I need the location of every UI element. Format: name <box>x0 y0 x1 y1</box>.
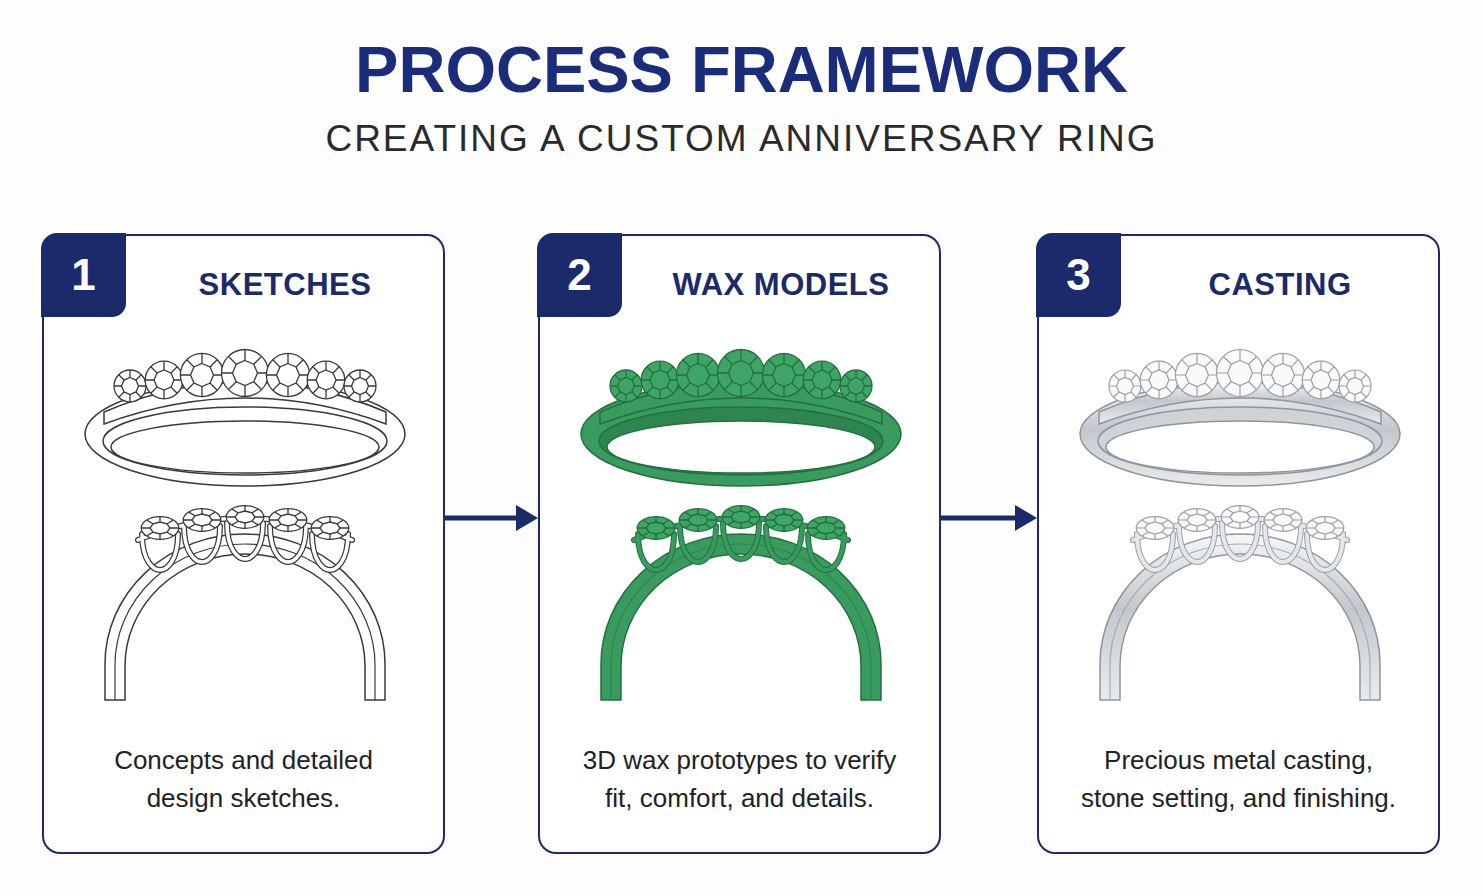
arrow-head <box>1015 505 1037 531</box>
step-number: 1 <box>71 253 95 297</box>
step-badge: 3 <box>1036 233 1121 317</box>
process-box: WAX MODELS 3D wax prototypes to verify fi… <box>538 234 941 854</box>
step-description: Precious metal casting, stone setting, a… <box>1074 741 1404 817</box>
arrow-shaft <box>941 515 1017 520</box>
process-box: CASTING Precious metal casting, stone set… <box>1037 234 1440 854</box>
diagram-title: PROCESS FRAMEWORK <box>0 30 1483 110</box>
subtitle: CREATING A CUSTOM ANNIVERSARY RING <box>0 118 1483 160</box>
step-heading: CASTING <box>1209 267 1352 303</box>
step-badge: 2 <box>537 233 622 317</box>
step-number: 2 <box>567 253 591 297</box>
flow-arrow <box>941 505 1037 531</box>
flow-arrow <box>445 505 538 531</box>
process-box: SKETCHES Concepts and detailed design ske… <box>42 234 445 854</box>
step-description: Concepts and detailed design sketches. <box>79 741 409 817</box>
step-heading: SKETCHES <box>199 267 372 303</box>
step-badge: 1 <box>41 233 126 317</box>
arrow-head <box>516 505 538 531</box>
step-heading: WAX MODELS <box>673 267 890 303</box>
arrow-shaft <box>445 515 518 520</box>
step-description: 3D wax prototypes to verify fit, comfort… <box>575 741 905 817</box>
step-number: 3 <box>1066 253 1090 297</box>
